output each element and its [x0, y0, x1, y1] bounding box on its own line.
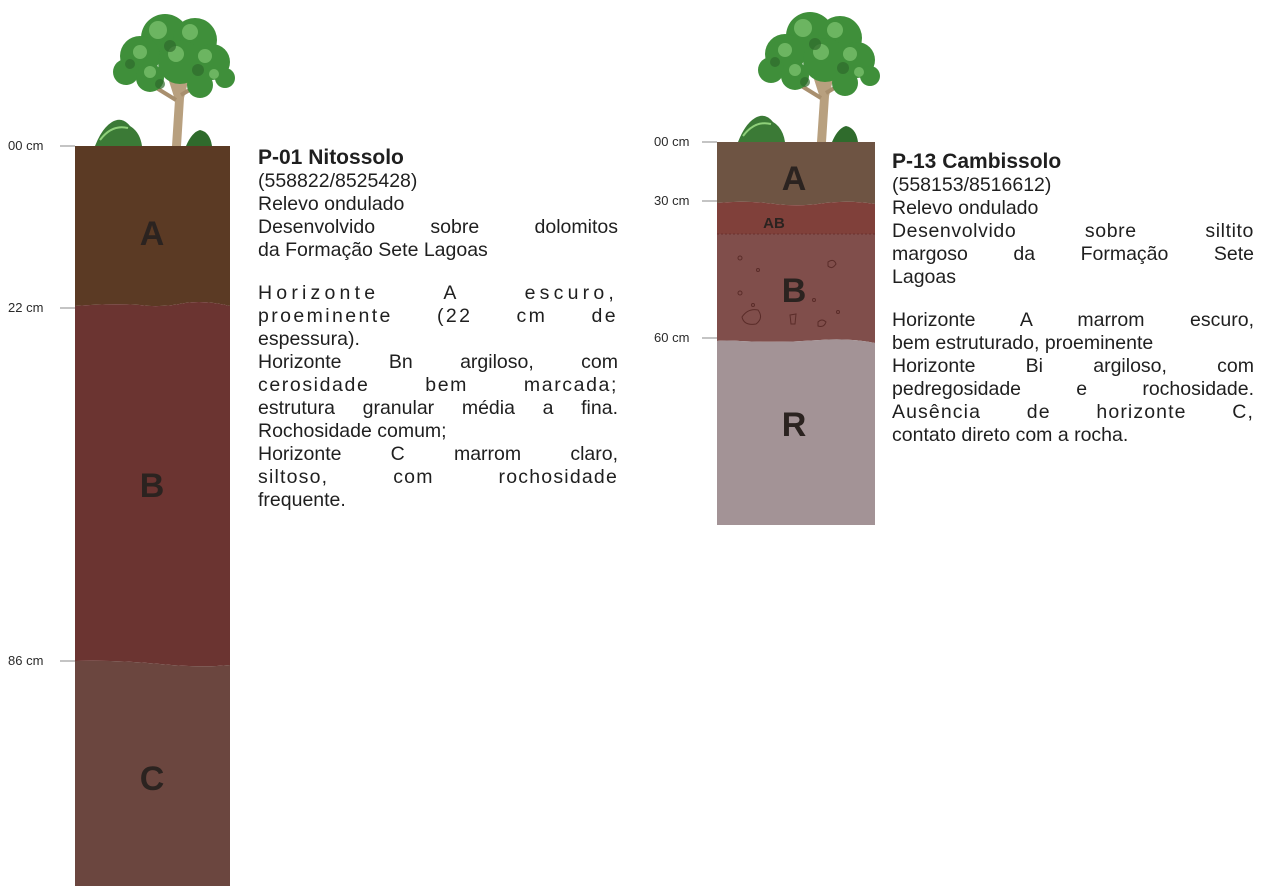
description-line: Horizonte C marrom claro, — [258, 443, 618, 465]
horizon-label: C — [140, 760, 165, 798]
soil-profile-p13: A AB B R 00 cm 30 cm 60 cm P-13 Cambisso… — [640, 0, 1268, 886]
depth-label: 60 cm — [654, 330, 690, 345]
horizon-label: B — [140, 467, 165, 505]
horizon-label: R — [782, 406, 807, 444]
profile-title: P-01 Nitossolo — [258, 146, 404, 169]
horizon-c-p01 — [75, 660, 230, 886]
description-line: siltoso, com rochosidade — [258, 466, 618, 488]
profile-relief: Relevo ondulado — [892, 197, 1039, 219]
horizon-a-p01 — [75, 146, 230, 307]
depth-label: 86 cm — [8, 653, 44, 668]
profile-description-p13: P-13 Cambissolo (558153/8516612) Relevo … — [892, 150, 1254, 447]
profile-parent-material: margoso da Formação Sete — [892, 243, 1254, 265]
rock-fragments — [737, 255, 840, 327]
horizon-label: A — [782, 160, 807, 198]
horizon-label: B — [782, 272, 807, 310]
description-line: Horizonte Bn argiloso, com — [258, 351, 618, 373]
description-line: Rochosidade comum; — [258, 420, 447, 442]
description-line: Horizonte A escuro, — [258, 282, 618, 304]
horizon-ab-p13 — [717, 201, 875, 234]
profile-coordinates: (558153/8516612) — [892, 174, 1052, 196]
description-line: Horizonte Bi argiloso, com — [892, 355, 1254, 377]
profile-title: P-13 Cambissolo — [892, 150, 1062, 173]
profile-parent-material: da Formação Sete Lagoas — [258, 239, 488, 261]
depth-label: 00 cm — [8, 138, 44, 153]
soil-profile-p01: A B C 00 cm 22 cm 86 cm P-01 Nitossolo (… — [8, 14, 618, 886]
horizon-r-p13 — [717, 339, 875, 525]
soil-column-p13: A AB B R — [702, 12, 880, 525]
tree-icon — [738, 12, 880, 142]
profile-parent-material: Desenvolvido sobre siltito — [892, 220, 1254, 242]
soil-column-p01: A B C — [60, 14, 235, 886]
horizon-label: AB — [763, 215, 785, 232]
depth-label: 30 cm — [654, 193, 690, 208]
profile-coordinates: (558822/8525428) — [258, 170, 418, 192]
description-line: espessura). — [258, 328, 360, 350]
horizon-b-p13 — [717, 234, 875, 343]
description-line: frequente. — [258, 489, 346, 511]
horizon-a-p13 — [717, 142, 875, 206]
description-line: Horizonte A marrom escuro, — [892, 309, 1254, 331]
description-line: contato direto com a rocha. — [892, 424, 1129, 446]
profile-description-p01: P-01 Nitossolo (558822/8525428) Relevo o… — [258, 146, 618, 512]
description-line: proeminente (22 cm de — [258, 305, 618, 327]
depth-label: 22 cm — [8, 300, 44, 315]
horizon-label: A — [140, 215, 165, 253]
description-line: Ausência de horizonte C, — [892, 401, 1254, 423]
profile-parent-material: Desenvolvido sobre dolomitos — [258, 216, 618, 238]
description-line: pedregosidade e rochosidade. — [892, 378, 1254, 400]
description-line: cerosidade bem marcada; — [258, 374, 618, 396]
description-line: bem estruturado, proeminente — [892, 332, 1154, 354]
horizon-b-p01 — [75, 302, 230, 667]
profile-parent-material: Lagoas — [892, 266, 956, 288]
depth-label: 00 cm — [654, 134, 690, 149]
profile-relief: Relevo ondulado — [258, 193, 405, 215]
tree-icon — [95, 14, 235, 146]
description-line: estrutura granular média a fina. — [258, 397, 618, 419]
